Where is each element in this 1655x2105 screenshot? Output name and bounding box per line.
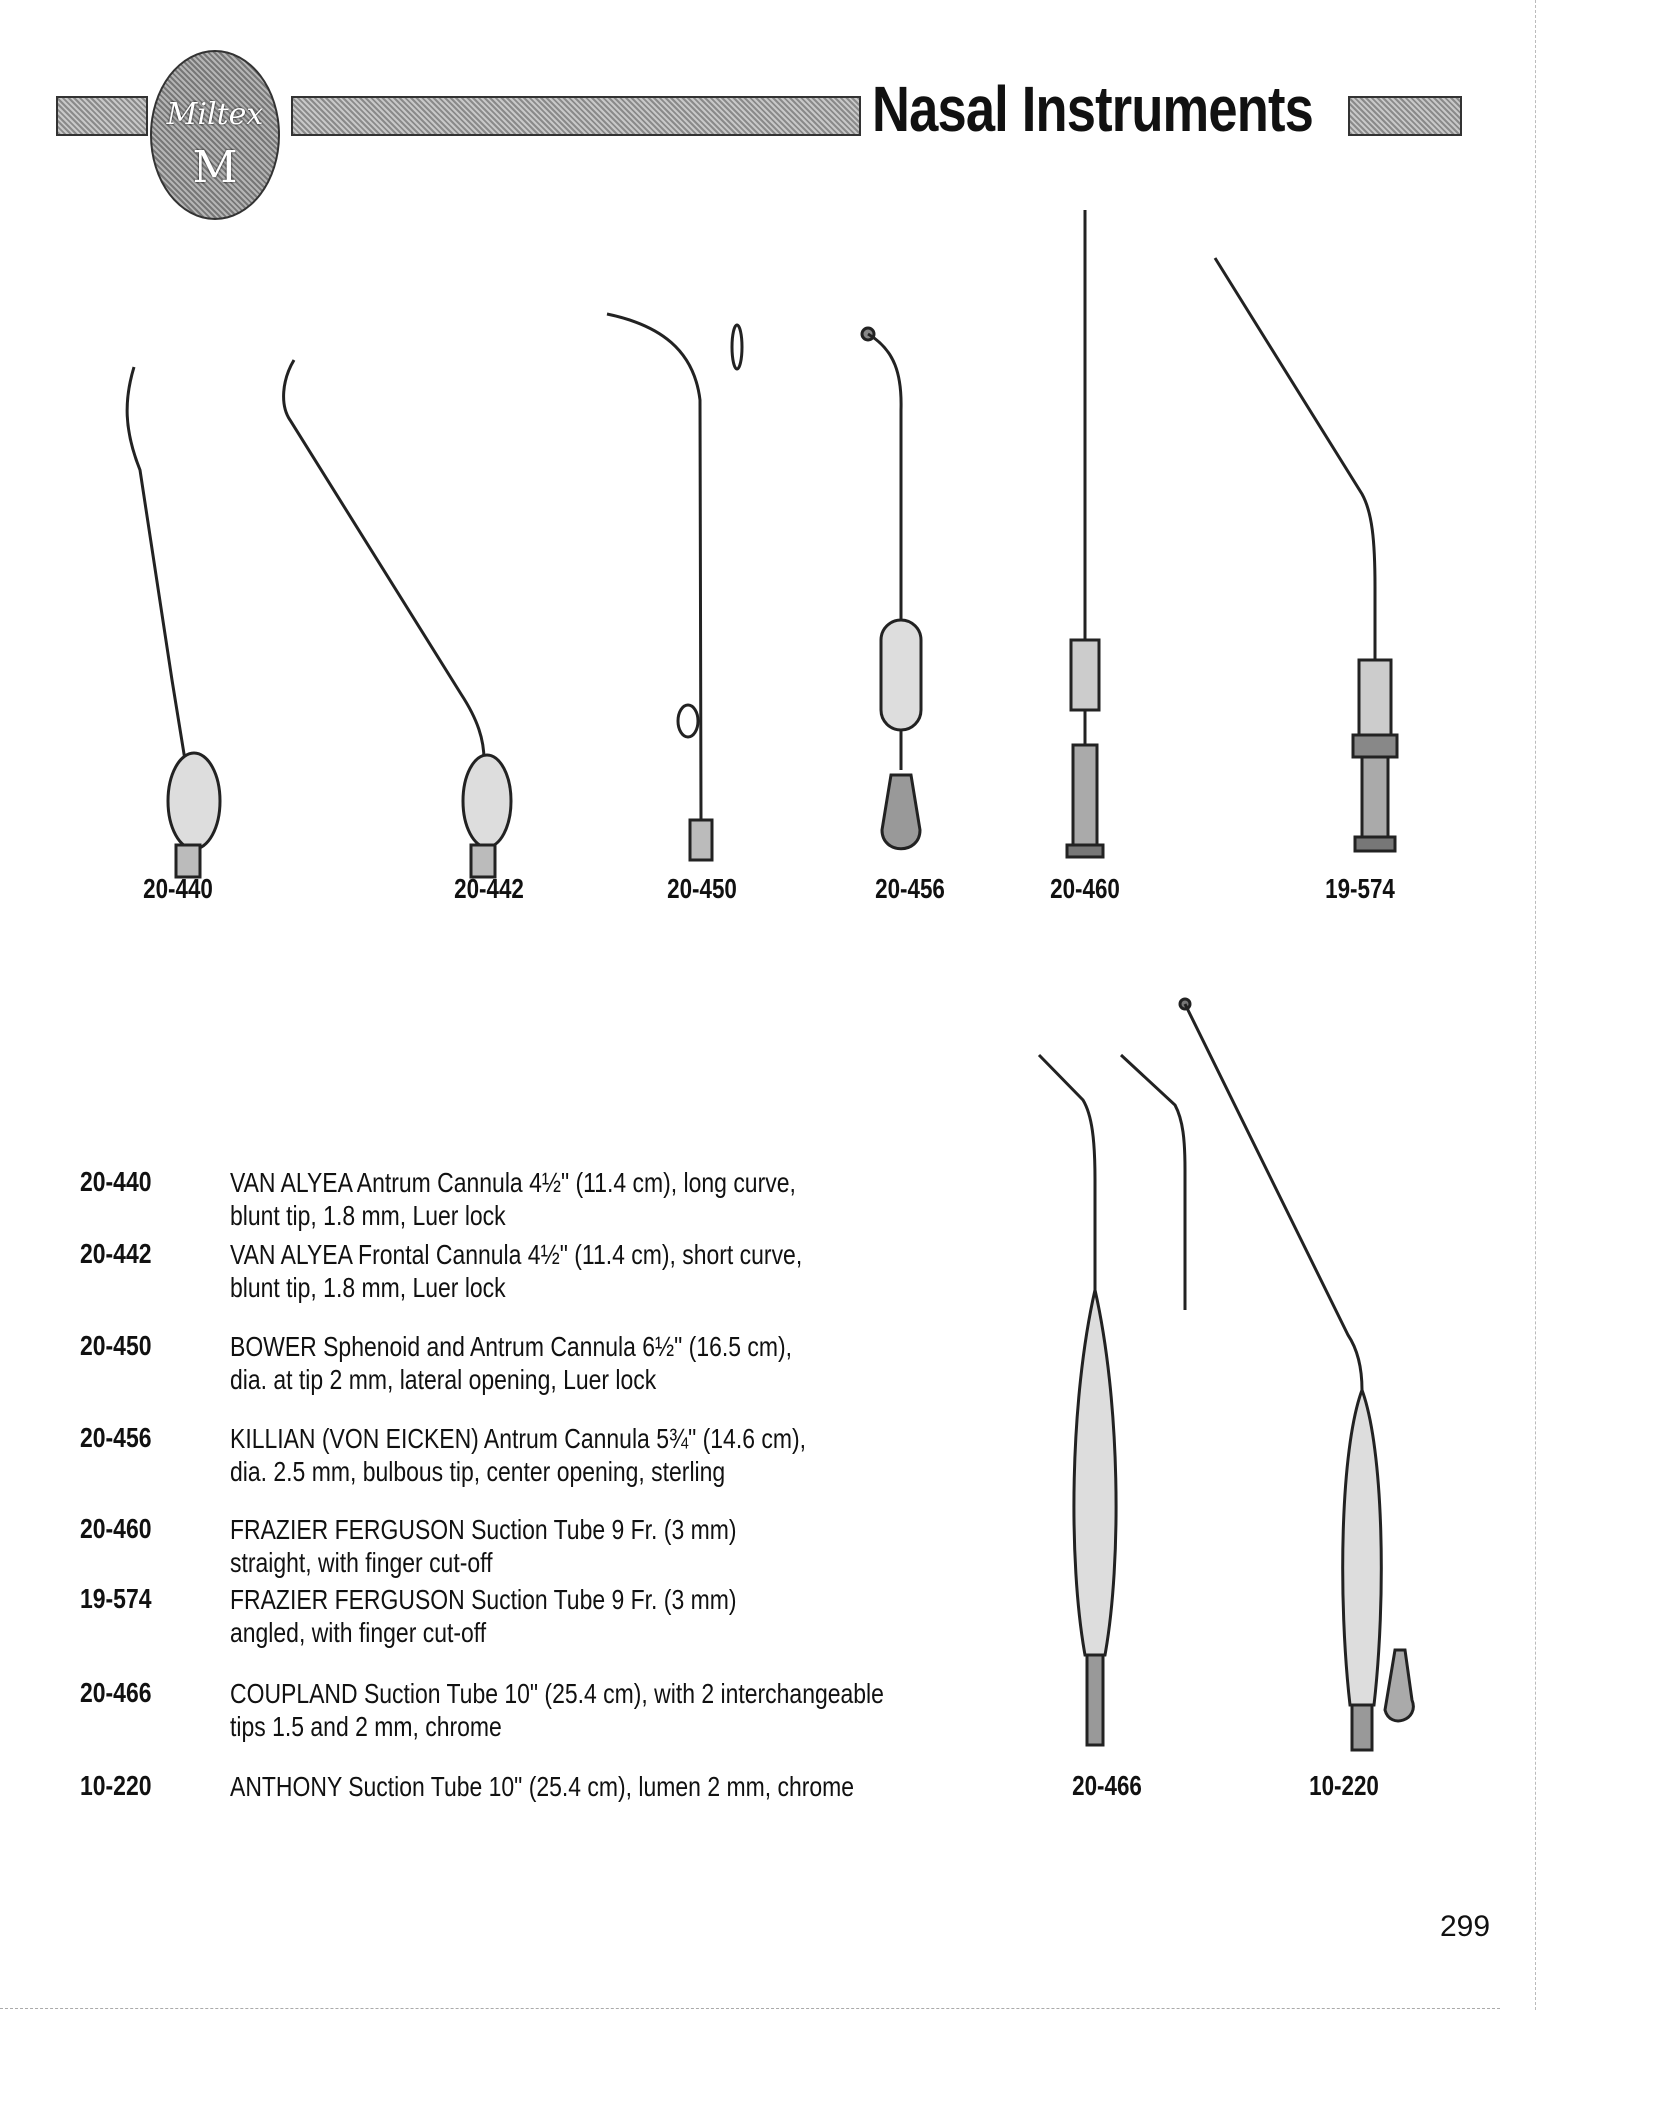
item-description: VAN ALYEA Antrum Cannula 4½" (11.4 cm), … [230,1167,796,1231]
page-edge-right [1535,0,1536,2010]
header-bar-right [1348,96,1462,136]
item-description: FRAZIER FERGUSON Suction Tube 9 Fr. (3 m… [230,1514,737,1578]
header-bar-left [56,96,148,136]
instrument-10-220 [1178,997,1415,1752]
needle-detail [730,323,744,371]
item-description: ANTHONY Suction Tube 10" (25.4 cm), lume… [230,1771,855,1802]
page-title: Nasal Instruments [872,73,1314,145]
item-code: 20-440 [80,1166,152,1197]
page-number: 299 [1440,1910,1491,1943]
figure-label-20-442: 20-442 [454,873,524,904]
header-bar-middle [291,96,861,136]
figure-label-10-220: 10-220 [1309,1770,1379,1801]
item-description: KILLIAN (VON EICKEN) Antrum Cannula 5¾" … [230,1423,806,1487]
figure-label-20-466: 20-466 [1072,1770,1142,1801]
item-code: 20-466 [80,1677,152,1708]
instrument-20-460 [1065,210,1105,859]
item-description: COUPLAND Suction Tube 10" (25.4 cm), wit… [230,1678,884,1742]
miltex-logo: Miltex M [150,50,280,220]
item-code: 20-442 [80,1238,152,1269]
instrument-19-574 [1213,257,1399,853]
figure-label-20-456: 20-456 [875,873,945,904]
instrument-20-466 [1037,1053,1187,1747]
instrument-20-440 [125,366,222,879]
item-code: 20-456 [80,1422,152,1453]
item-description: FRAZIER FERGUSON Suction Tube 9 Fr. (3 m… [230,1584,737,1648]
page-edge-bottom [0,2008,1500,2009]
instrument-20-456 [860,326,923,851]
figure-label-20-440: 20-440 [143,873,213,904]
item-code: 20-450 [80,1330,152,1361]
item-code: 10-220 [80,1770,152,1801]
figure-label-19-574: 19-574 [1325,873,1395,904]
item-code: 20-460 [80,1513,152,1544]
instrument-20-442 [282,359,513,879]
figure-label-20-450: 20-450 [667,873,737,904]
item-code: 19-574 [80,1583,152,1614]
instrument-20-450 [606,312,744,862]
item-description: VAN ALYEA Frontal Cannula 4½" (11.4 cm),… [230,1239,803,1303]
item-description: BOWER Sphenoid and Antrum Cannula 6½" (1… [230,1331,793,1395]
figure-label-20-460: 20-460 [1050,873,1120,904]
